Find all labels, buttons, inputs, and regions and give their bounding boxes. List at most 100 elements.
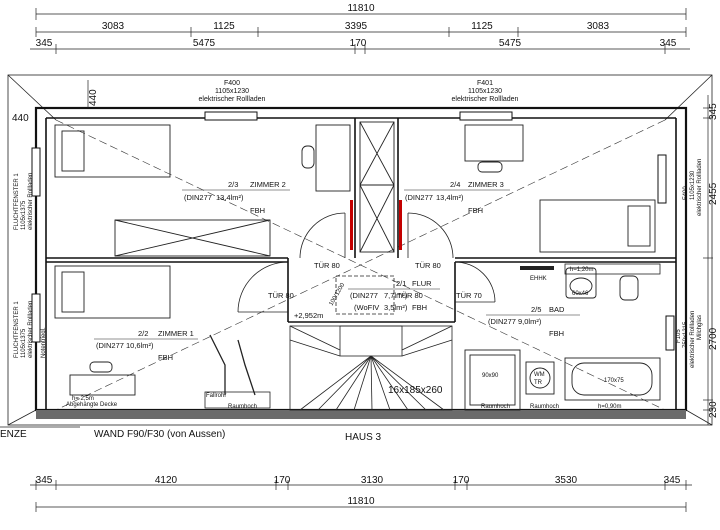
right-dimensions bbox=[703, 95, 713, 425]
shaft-stack bbox=[359, 121, 395, 253]
h120-label: h=1,20m bbox=[570, 267, 594, 273]
dim-right-4: 230 bbox=[708, 401, 719, 418]
room-zimmer2-din: (DIN277 bbox=[184, 193, 212, 202]
dim-right-2: 2455 bbox=[708, 182, 719, 205]
dim-bottom-4: 3130 bbox=[361, 475, 384, 486]
dim-top2-1: 345 bbox=[36, 38, 53, 49]
room-flur-area2: 3,5lm²) bbox=[384, 303, 408, 312]
window-f105-right-note: elektrischer Rollladen bbox=[690, 311, 696, 368]
window-f400-top-note: elektrischer Rollladen bbox=[199, 96, 266, 103]
window-left-lower-extra: Notentriegl. bbox=[41, 327, 47, 358]
room-zimmer3: 2/4 ZIMMER 3 (DIN277 13,4lm²) FBH bbox=[404, 180, 510, 215]
window-left-lower-note: elektrischer Rollladen bbox=[28, 301, 34, 358]
wall-base-hatch bbox=[36, 410, 686, 419]
window-f400-right-note: elektrischer Rollladen bbox=[697, 159, 703, 216]
raumhoch-1: Raumhoch bbox=[481, 404, 510, 410]
room-zimmer3-area: 13,4lm²) bbox=[436, 193, 464, 202]
room-zimmer3-fbh: FBH bbox=[468, 206, 483, 215]
house-title: HAUS 3 bbox=[345, 432, 382, 443]
window-f105-right-extra: Milchglas bbox=[697, 315, 703, 340]
desk-zimmer2 bbox=[301, 124, 351, 192]
room-bad-no: 2/5 bbox=[531, 305, 541, 314]
room-bad-area: 9,0lm²) bbox=[518, 317, 542, 326]
top-dimensions bbox=[30, 8, 690, 54]
dim-top-2: 1125 bbox=[213, 21, 235, 32]
window-f400-top bbox=[204, 111, 258, 121]
outer-walls bbox=[34, 106, 688, 412]
room-zimmer1-din: (DIN277 bbox=[96, 341, 124, 350]
door-label-2: TÜR 80 bbox=[415, 261, 441, 270]
room-zimmer1: 2/2 ZIMMER 1 (DIN277 10,6lm²) FBH bbox=[94, 329, 198, 362]
window-left-lower bbox=[31, 293, 41, 343]
room-zimmer1-no: 2/2 bbox=[138, 329, 148, 338]
schacht-label: Fallrohr bbox=[206, 393, 226, 399]
room-zimmer2-fbh: FBH bbox=[250, 206, 265, 215]
dim-top2-5: 345 bbox=[660, 38, 677, 49]
shower-label: 90x90 bbox=[482, 373, 499, 379]
window-f105-right bbox=[665, 315, 675, 351]
door-label-4: TÜR 80 bbox=[397, 291, 423, 300]
dim-right-1: 345 bbox=[708, 103, 719, 120]
dim-top2-4: 5475 bbox=[499, 38, 522, 49]
shaft-red-right bbox=[399, 200, 402, 250]
room-bad: 2/5 BAD (DIN277 9,0lm²) FBH bbox=[486, 305, 580, 338]
bed-zimmer3 bbox=[539, 199, 656, 253]
room-flur-no: 2/1 bbox=[396, 279, 406, 288]
window-left-upper-note: elektrischer Rollladen bbox=[28, 173, 34, 230]
wardrobe-zimmer2 bbox=[114, 219, 271, 257]
window-f105-right-name: F105 bbox=[676, 329, 682, 343]
roof-ridge-lines bbox=[55, 119, 666, 411]
room-zimmer1-fbh: FBH bbox=[158, 353, 173, 362]
dim-bottom-6: 3530 bbox=[555, 475, 578, 486]
inner-walls bbox=[45, 117, 677, 410]
room-bad-din: (DIN277 bbox=[488, 317, 516, 326]
window-f400-top-name: F400 bbox=[224, 80, 240, 87]
window-f105-right-size: 750x1215 bbox=[683, 321, 689, 348]
room-zimmer2-name: ZIMMER 2 bbox=[250, 180, 286, 189]
raumhoch-3: Raumhoch bbox=[228, 404, 257, 410]
room-zimmer3-din: (DIN277 bbox=[405, 193, 433, 202]
stair-label: 16x185x260 bbox=[388, 385, 443, 396]
wall-note: WAND F90/F30 (von Aussen) bbox=[94, 429, 225, 440]
dim-top-1: 3083 bbox=[102, 21, 125, 32]
door-label-3: TÜR 80 bbox=[268, 291, 294, 300]
raumhoch-2: Raumhoch bbox=[530, 404, 559, 410]
window-f401-top-name: F401 bbox=[477, 80, 493, 87]
room-zimmer3-name: ZIMMER 3 bbox=[468, 180, 504, 189]
dim-top2-2: 5475 bbox=[193, 38, 216, 49]
stair bbox=[289, 325, 453, 411]
room-zimmer1-area: 10,6lm²) bbox=[126, 341, 154, 350]
window-f400-right-size: 1105x1230 bbox=[690, 170, 696, 200]
level-label: +2,952m bbox=[294, 311, 323, 320]
dim-top-total: 11810 bbox=[347, 3, 375, 14]
dim-bottom-5: 170 bbox=[453, 475, 470, 486]
dim-top-3: 3395 bbox=[345, 21, 368, 32]
room-zimmer2-no: 2/3 bbox=[228, 180, 238, 189]
wm-label: WM bbox=[534, 372, 545, 378]
window-left-upper-name: FLUCHTFENSTER 1 bbox=[14, 173, 20, 230]
dim-bottom-1: 345 bbox=[36, 475, 53, 486]
window-left-lower-name: FLUCHTFENSTER 1 bbox=[14, 301, 20, 358]
pipe-runs bbox=[209, 334, 256, 396]
window-left-upper-size: 1105x1375 bbox=[21, 200, 27, 230]
pipe-box bbox=[204, 391, 271, 409]
door-label-5: TÜR 70 bbox=[456, 291, 482, 300]
room-flur-din: (DIN277 bbox=[350, 291, 378, 300]
room-flur-name: FLUR bbox=[412, 279, 432, 288]
dim-top2-3: 170 bbox=[350, 38, 367, 49]
dim-left-440-a: 440 bbox=[88, 89, 99, 106]
bed-zimmer2 bbox=[54, 124, 171, 178]
dim-bottom-7: 345 bbox=[664, 475, 681, 486]
room-flur-fbh: FBH bbox=[412, 303, 427, 312]
bath-fixtures bbox=[464, 267, 661, 411]
dim-top-4: 1125 bbox=[471, 21, 493, 32]
dim-right-3: 2700 bbox=[708, 327, 719, 350]
attic-label: 100/1200 bbox=[329, 282, 347, 307]
bath-h120-bar bbox=[564, 263, 661, 275]
room-zimmer2: 2/3 ZIMMER 2 (DIN277 13,4lm²) FBH bbox=[182, 180, 290, 215]
window-left-upper bbox=[31, 147, 41, 197]
window-f401-top-note: elektrischer Rollladen bbox=[452, 96, 519, 103]
dim-top-5: 3083 bbox=[587, 21, 610, 32]
window-f400-right bbox=[657, 154, 667, 204]
